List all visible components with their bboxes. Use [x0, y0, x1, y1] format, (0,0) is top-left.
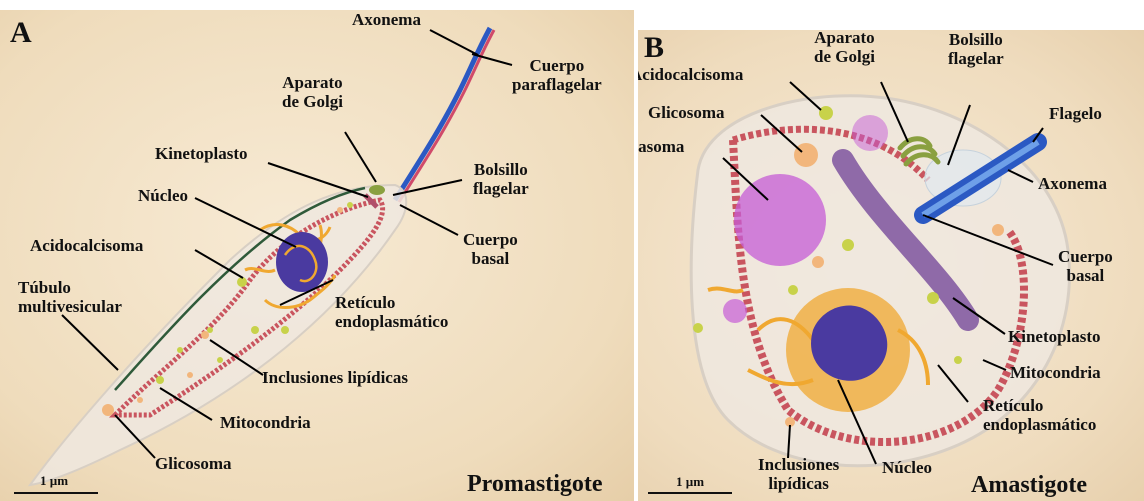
scale-label-a: 1 µm [40, 473, 68, 489]
stage-label-promastigote: Promastigote [467, 471, 603, 497]
label-cuerpo-basal-b: Cuerpo basal [1058, 247, 1113, 285]
label-mitocondria-b: Mitocondria [1010, 363, 1101, 382]
label-kinetoplasto-b: Kinetoplasto [1008, 327, 1101, 346]
label-inclusiones-b: Inclusiones lipídicas [758, 455, 839, 493]
label-nucleo-b: Núcleo [882, 458, 932, 477]
label-mitocondria-a: Mitocondria [220, 413, 311, 432]
label-nucleo-a: Núcleo [138, 186, 188, 205]
label-flagelo-b: Flagelo [1049, 104, 1102, 123]
label-aparato-golgi-b: Aparato de Golgi [814, 30, 875, 66]
label-megasoma-b: Megasoma [638, 137, 684, 156]
label-reticulo-a: Retículo endoplasmático [335, 293, 448, 331]
panel-amastigote: B Aparato de Golgi Bolsillo flagelar Aci… [638, 30, 1144, 501]
label-bolsillo-flagelar-a: Bolsillo flagelar [473, 160, 529, 198]
megasome [734, 174, 826, 266]
label-axonema-b: Axonema [1038, 174, 1107, 193]
scale-label-b: 1 µm [676, 474, 704, 490]
label-acidocalcisoma-a: Acidocalcisoma [30, 236, 143, 255]
label-bolsillo-flagelar-b: Bolsillo flagelar [948, 30, 1004, 68]
label-tubulo-a: Túbulo multivesicular [18, 278, 122, 316]
panel-promastigote: A Axonema Cuerpo paraflagelar Aparato de… [0, 10, 634, 501]
label-cuerpo-basal-a: Cuerpo basal [463, 230, 518, 268]
label-inclusiones-a: Inclusiones lipídicas [262, 368, 408, 387]
golgi [369, 185, 385, 195]
panel-letter-b: B [644, 33, 664, 63]
label-acidocalcisoma-b: Acidocalcisoma [638, 65, 743, 84]
label-kinetoplasto-a: Kinetoplasto [155, 144, 248, 163]
panel-letter-a: A [10, 18, 32, 48]
label-glicosoma-b: Glicosoma [648, 103, 725, 122]
scale-bar-a [14, 492, 98, 494]
label-cuerpo-paraflagelar-a: Cuerpo paraflagelar [512, 56, 602, 94]
label-reticulo-b: Retículo endoplasmático [983, 396, 1096, 434]
label-glicosoma-a: Glicosoma [155, 454, 232, 473]
stage-label-amastigote: Amastigote [971, 472, 1087, 498]
label-axonema-a: Axonema [352, 10, 421, 29]
cell-body [30, 185, 406, 485]
scale-bar-b [648, 492, 732, 494]
label-aparato-golgi-a: Aparato de Golgi [282, 73, 343, 111]
